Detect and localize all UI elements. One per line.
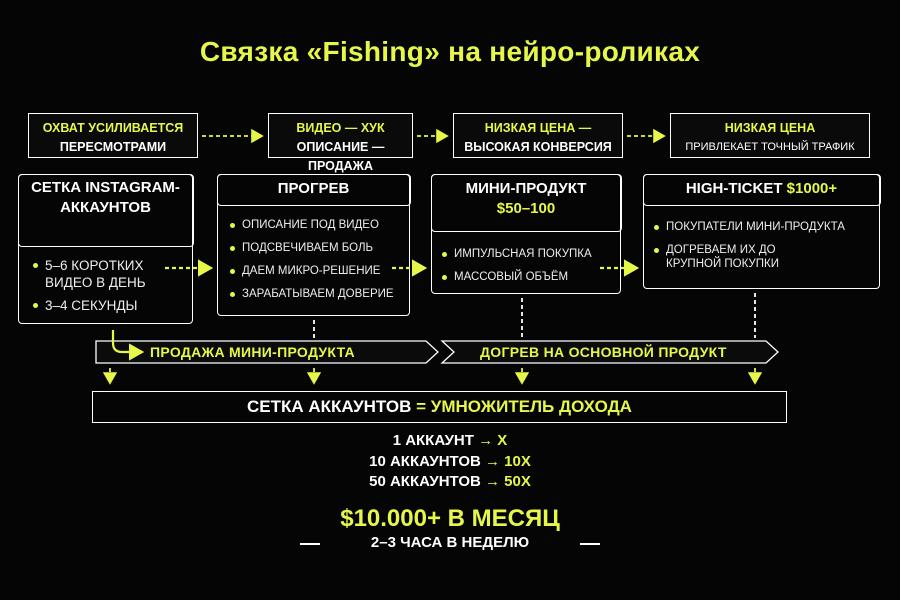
- list-item: Даем микро-решение: [230, 264, 401, 278]
- stat-row-1: 1 аккаунт → X: [0, 431, 900, 450]
- stat-value: X: [497, 432, 508, 449]
- top-box-low-price: Низкая цена — высокая конверсия: [453, 113, 623, 158]
- card-warmup-list: Описание под видео Подсвечиваем боль Дае…: [230, 218, 401, 301]
- list-item: Покупатели мини-продукта: [654, 220, 871, 234]
- stat-value: 50X: [504, 473, 531, 490]
- page-title: Связка «Fishing» на нейро-роликах: [199, 36, 701, 67]
- stat-row-2: 10 аккаунтов → 10X: [0, 452, 900, 471]
- card-high-ticket-title-name: High-Ticket: [685, 179, 783, 197]
- hours-rule-left: [300, 543, 320, 545]
- list-item: Импульсная покупка: [442, 247, 612, 261]
- list-item: Догреваем их до крупной покупки: [654, 243, 816, 271]
- card-accounts-list: 5–6 коротких видео в день 3–4 секунды: [33, 257, 184, 314]
- top-box-hook-line1: Видео — хук: [296, 121, 385, 135]
- card-accounts-title: Сетка Instagram-аккаунтов: [17, 173, 194, 247]
- down-arrows: [102, 368, 763, 385]
- arrow-icon: →: [478, 432, 494, 449]
- top-box-traffic-line2: привлекает точный трафик: [685, 141, 855, 153]
- income-headline: $10.000+ в месяц: [340, 505, 560, 532]
- band-left-label: Продажа мини-продукта: [150, 344, 355, 360]
- stat-label: 50 аккаунтов: [369, 473, 481, 490]
- arrow-icon: →: [485, 453, 500, 470]
- list-item: Описание под видео: [230, 218, 401, 232]
- multiplier-left: Сетка аккаунтов: [247, 397, 412, 416]
- card-high-ticket: High-Ticket $1000+ Покупатели мини-проду…: [642, 173, 881, 289]
- vertical-dashed-lines: [313, 293, 756, 338]
- top-box-reach: Охват усиливается пересмотрами: [28, 113, 198, 158]
- band-curved-arrow: [111, 330, 145, 361]
- card-mini-product-title: Мини-продукт $50–100: [430, 173, 622, 232]
- top-box-low-price-line2: высокая конверсия: [464, 140, 612, 154]
- multiplier-box: Сетка аккаунтов = Умножитель дохода: [92, 391, 787, 423]
- card-mini-product-title-name: Мини-продукт: [465, 179, 587, 197]
- card-accounts: Сетка Instagram-аккаунтов 5–6 коротких в…: [17, 173, 194, 324]
- card-high-ticket-title: High-Ticket $1000+: [642, 173, 881, 206]
- card-mini-product: Мини-продукт $50–100 Импульсная покупка …: [430, 173, 622, 294]
- top-box-low-price-line1: Низкая цена —: [484, 121, 592, 135]
- multiplier-eq: =: [416, 397, 427, 416]
- list-item: 3–4 секунды: [33, 297, 184, 314]
- band-right-label: Догрев на основной продукт: [480, 344, 727, 360]
- list-item: Массовый объём: [442, 270, 612, 284]
- card-mini-product-list: Импульсная покупка Массовый объём: [442, 247, 612, 284]
- hours-rule-right: [580, 543, 600, 545]
- card-warmup-title: Прогрев: [216, 173, 411, 206]
- top-box-hook: Видео — хук описание — продажа: [268, 113, 413, 173]
- stat-label: 1 аккаунт: [392, 432, 474, 449]
- band-arrows: [95, 330, 779, 364]
- list-item: Подсвечиваем боль: [230, 241, 401, 255]
- top-box-reach-line1: Охват усиливается: [42, 121, 184, 135]
- multiplier-right: Умножитель дохода: [430, 397, 632, 416]
- top-box-traffic: Низкая цена привлекает точный трафик: [670, 113, 870, 158]
- hours-subline: 2–3 часа в неделю: [370, 534, 530, 551]
- arrow-icon: →: [485, 473, 500, 490]
- top-box-hook-line2: описание — продажа: [296, 140, 385, 173]
- card-mini-product-price: $50–100: [496, 199, 556, 217]
- card-high-ticket-price: $1000+: [786, 179, 838, 197]
- card-warmup: Прогрев Описание под видео Подсвечиваем …: [216, 173, 411, 316]
- stat-value: 10X: [504, 453, 531, 470]
- stat-label: 10 аккаунтов: [369, 453, 481, 470]
- top-box-reach-line2: пересмотрами: [59, 140, 167, 154]
- list-item: 5–6 коротких видео в день: [33, 257, 184, 291]
- list-item: Зарабатываем доверие: [230, 287, 401, 301]
- card-high-ticket-list: Покупатели мини-продукта Догреваем их до…: [654, 220, 871, 271]
- stat-row-3: 50 аккаунтов → 50X: [0, 472, 900, 491]
- band-left-arrow: [95, 340, 439, 364]
- band-right-arrow: [440, 340, 779, 364]
- top-box-traffic-line1: Низкая цена: [724, 121, 816, 135]
